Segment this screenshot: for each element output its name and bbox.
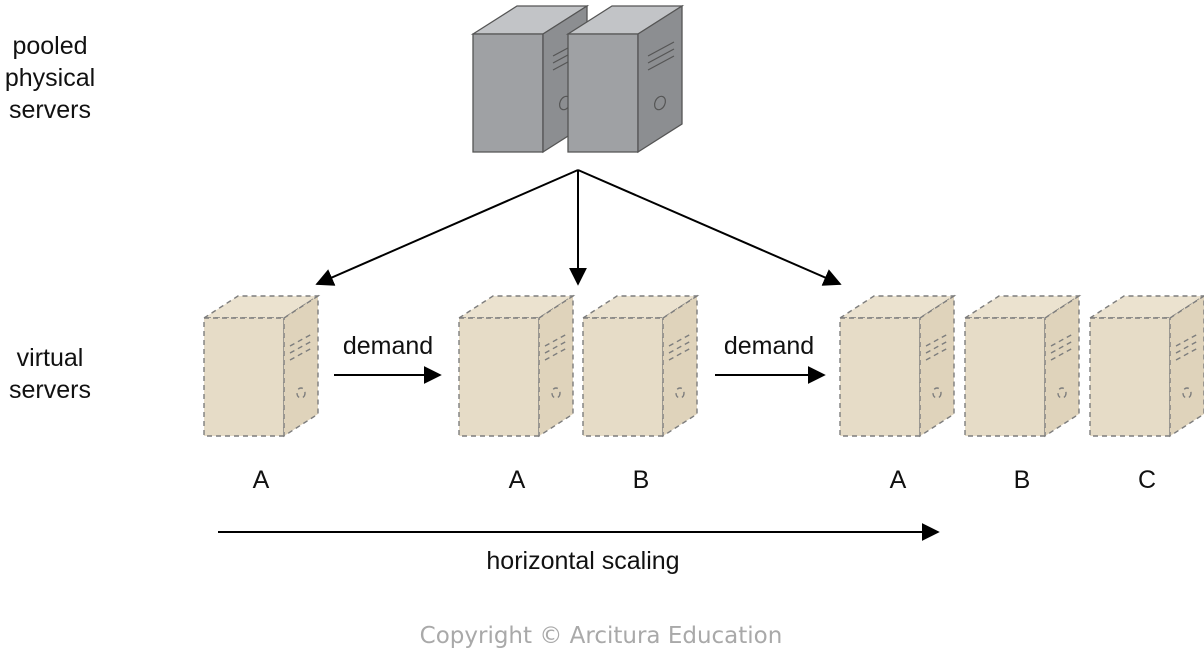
virtual-server-label-a: A [890, 466, 907, 494]
virtual-server-label-a: A [509, 466, 526, 494]
virtual-server-label-c: C [1138, 466, 1156, 494]
demand-arrow-1: demand [334, 332, 442, 384]
physical-server-2-icon [565, 4, 685, 154]
virtual-server-b-icon [580, 294, 700, 438]
pooled-label-line1: pooled [12, 32, 87, 60]
virtual-servers-label: virtual servers [9, 344, 91, 404]
arrow-to-group-1 [315, 169, 579, 286]
pooled-label-line2: physical [5, 64, 95, 92]
virtual-server-group-3: A B C [837, 294, 1204, 494]
virtual-server-a-icon [456, 294, 576, 438]
pooled-physical-servers-label: pooled physical servers [5, 32, 95, 124]
virtual-server-label-b: B [1014, 466, 1031, 494]
demand-label-1: demand [343, 332, 433, 360]
pooled-label-line3: servers [9, 96, 91, 124]
virtual-server-label-a: A [253, 466, 270, 494]
virtual-server-group-1: A [201, 294, 321, 494]
horizontal-scaling-label: horizontal scaling [486, 547, 679, 575]
arrow-to-group-3 [577, 169, 842, 286]
virtual-server-label-b: B [633, 466, 650, 494]
pooled-physical-servers [470, 4, 685, 154]
virtual-server-a-icon [201, 294, 321, 438]
distribution-arrows [315, 169, 842, 286]
virtual-server-c-icon [1087, 295, 1204, 438]
horizontal-scaling-arrow: horizontal scaling [218, 523, 940, 575]
virtual-label-line1: virtual [17, 344, 84, 372]
copyright-text: Copyright © Arcitura Education [420, 623, 783, 649]
demand-arrow-2: demand [715, 332, 826, 384]
virtual-server-b-icon [962, 294, 1082, 438]
virtual-server-a-icon [837, 294, 957, 438]
demand-label-2: demand [724, 332, 814, 360]
virtual-label-line2: servers [9, 376, 91, 404]
